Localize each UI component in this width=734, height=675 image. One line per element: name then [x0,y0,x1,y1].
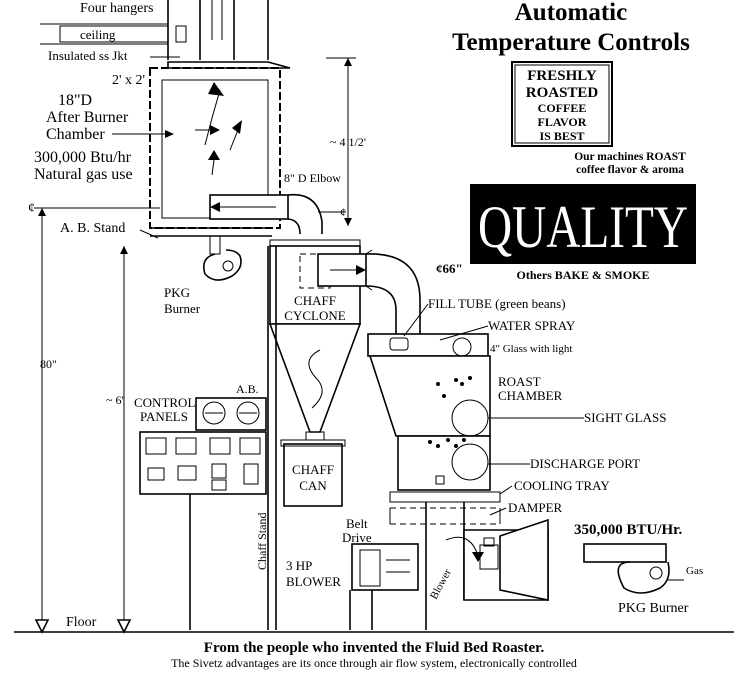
fill-tube-label: FILL TUBE (green beans) [428,296,566,311]
chaff-cyclone-label-1: CHAFF [294,293,336,308]
roast-chamber-label-2: CHAMBER [498,388,563,403]
centerline-mark-upper: ¢ [340,205,346,219]
title-line-2: Temperature Controls [452,29,690,56]
after-burner-label-1: 18"D [58,92,92,109]
quality-banner: QUALITY [470,184,696,264]
roast-tagline-2: coffee flavor & aroma [576,164,684,176]
damper-label: DAMPER [508,500,563,515]
water-spray-label: WATER SPRAY [488,318,576,333]
belt-drive-label-2: Drive [342,530,372,545]
chaff-can-label-2: CAN [299,478,327,493]
blower-hp-label-2: BLOWER [286,574,341,589]
roasted-text: ROASTED [526,85,599,101]
centerline-mark-left: ¢ [28,201,35,216]
pkg-burner-right [583,543,684,594]
control-panels-label-2: PANELS [140,409,188,424]
chaff-can-label-1: CHAFF [292,462,334,477]
sight-glass-label: SIGHT GLASS [584,410,666,425]
elbow-duct [209,193,323,235]
btu-label-1: 300,000 Btu/hr [34,149,132,166]
pkg-burner-label-2: Burner [164,301,201,316]
cooling-tray-label: COOLING TRAY [514,478,610,493]
footer-body: The Sivetz advantages are its once throu… [171,656,577,670]
diameter-66-label: ¢66" [436,261,463,276]
height-4-5-label: ~ 4 1/2' [330,135,366,149]
chaff-stand-label: Chaff Stand [255,513,269,570]
after-burner-label-3: Chamber [46,126,105,143]
two-by-two-label: 2' x 2' [112,73,145,88]
blower-hp-label-1: 3 HP [286,558,312,573]
belt-drive-label-1: Belt [346,516,368,531]
floor-label: Floor [66,615,97,630]
ceiling-label: ceiling [80,27,116,42]
glass-light-label: 4" Glass with light [490,343,572,355]
ab-stand-label: A. B. Stand [60,221,125,236]
freshly-text: FRESHLY [527,68,597,84]
control-panels-label-1: CONTROL [134,395,195,410]
discharge-port-label: DISCHARGE PORT [530,456,640,471]
connecting-duct [317,249,421,336]
burner-btu-label: 350,000 BTU/Hr. [574,522,682,538]
freshly-roasted-box: FRESHLY ROASTED COFFEE FLAVOR IS BEST [511,61,613,147]
four-hangers-label: Four hangers [80,1,154,16]
roast-tagline-1: Our machines ROAST [574,151,686,163]
footer-headline: From the people who invented the Fluid B… [204,640,545,656]
pkg-burner-label-1: PKG [164,285,190,300]
cooling-tray [389,491,501,525]
blower-assembly [425,502,549,630]
blower-motor [349,543,419,630]
flavor-text: FLAVOR [538,115,587,129]
pkg-burner-left [202,235,242,281]
coffee-text: COFFEE [538,101,587,115]
ab-label: A.B. [236,382,259,396]
title-line-1: Automatic [515,0,627,26]
height-6-label: ~ 6' [106,393,124,407]
control-panel [139,397,267,630]
roast-chamber-label-1: ROAST [498,374,541,389]
gas-label: Gas [686,565,703,577]
height-80-label: 80" [40,357,57,371]
insulated-jacket-label: Insulated ss Jkt [48,48,128,63]
chaff-can [280,439,346,507]
is-best-text: IS BEST [539,129,584,143]
chaff-cyclone-label-2: CYCLONE [284,308,345,323]
after-burner-label-2: After Burner [46,109,129,126]
roast-chamber [367,333,491,491]
quality-text: QUALITY [478,194,688,260]
bake-tagline: Others BAKE & SMOKE [516,268,649,282]
btu-label-2: Natural gas use [34,166,133,183]
elbow-label: 8" D Elbow [284,171,341,185]
pkg-burner-right-label: PKG Burner [618,601,689,616]
exhaust-stack [167,0,269,60]
blower-label: Blower [428,567,454,602]
